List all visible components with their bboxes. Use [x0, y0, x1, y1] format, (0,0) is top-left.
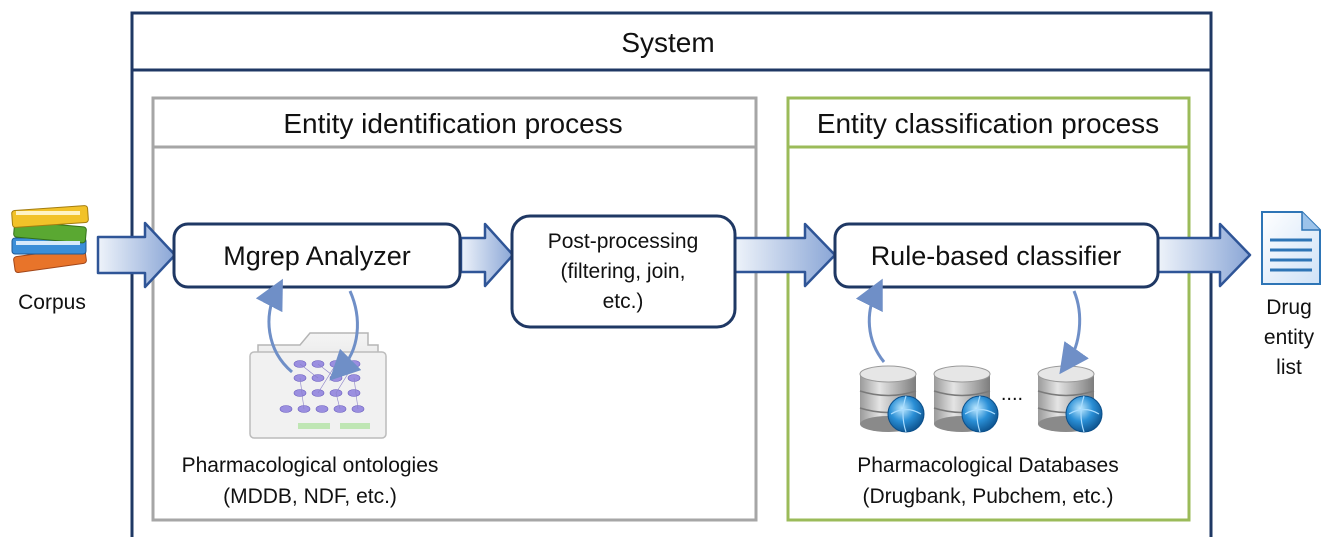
ontology-folder-icon	[249, 332, 387, 439]
identification-title: Entity identification process	[283, 108, 622, 139]
postprocessing-line-1: Post-processing	[548, 230, 699, 253]
output-label-line-1: Drug	[1266, 296, 1312, 319]
corpus-label: Corpus	[18, 291, 86, 314]
arrow-classifier-to-output	[1156, 222, 1252, 288]
mgrep-analyzer-node: Mgrep Analyzer	[172, 222, 462, 289]
books-icon	[11, 205, 89, 274]
identification-box: Entity identification process	[151, 96, 758, 522]
postprocessing-node: Post-processing (filtering, join, etc.)	[510, 214, 737, 329]
system-box: System	[130, 11, 1213, 537]
system-title: System	[621, 27, 714, 58]
output-label-line-2: entity	[1264, 326, 1315, 349]
database-icon	[859, 365, 925, 433]
arrow-mgrep-to-postprocessing	[459, 222, 515, 288]
postprocessing-line-3: etc.)	[603, 290, 644, 313]
mgrep-analyzer-label: Mgrep Analyzer	[223, 241, 411, 271]
document-icon	[1261, 211, 1321, 285]
classification-title: Entity classification process	[817, 108, 1159, 139]
databases-caption-line-1: Pharmacological Databases	[857, 454, 1118, 477]
output-label-line-3: list	[1276, 356, 1302, 379]
arrow-postprocessing-to-classifier	[733, 222, 837, 288]
ontologies-caption-line-2: (MDDB, NDF, etc.)	[223, 485, 397, 508]
database-icon	[933, 365, 999, 433]
ontologies-caption-line-1: Pharmacological ontologies	[182, 454, 439, 477]
classifier-to-database-arrow	[1059, 290, 1089, 375]
databases-ellipsis: ....	[1001, 383, 1023, 405]
classifier-label: Rule-based classifier	[871, 241, 1122, 271]
database-to-classifier-arrow	[855, 278, 886, 363]
classifier-node: Rule-based classifier	[833, 222, 1160, 289]
classification-box: Entity classification process	[786, 96, 1191, 522]
postprocessing-line-2: (filtering, join,	[561, 260, 686, 283]
database-icon	[1037, 365, 1103, 433]
ontology-to-mgrep-arrow	[255, 278, 293, 374]
databases-caption-line-2: (Drugbank, Pubchem, etc.)	[863, 485, 1114, 508]
mgrep-to-ontology-arrow	[329, 290, 362, 381]
arrow-corpus-to-mgrep	[96, 221, 177, 289]
